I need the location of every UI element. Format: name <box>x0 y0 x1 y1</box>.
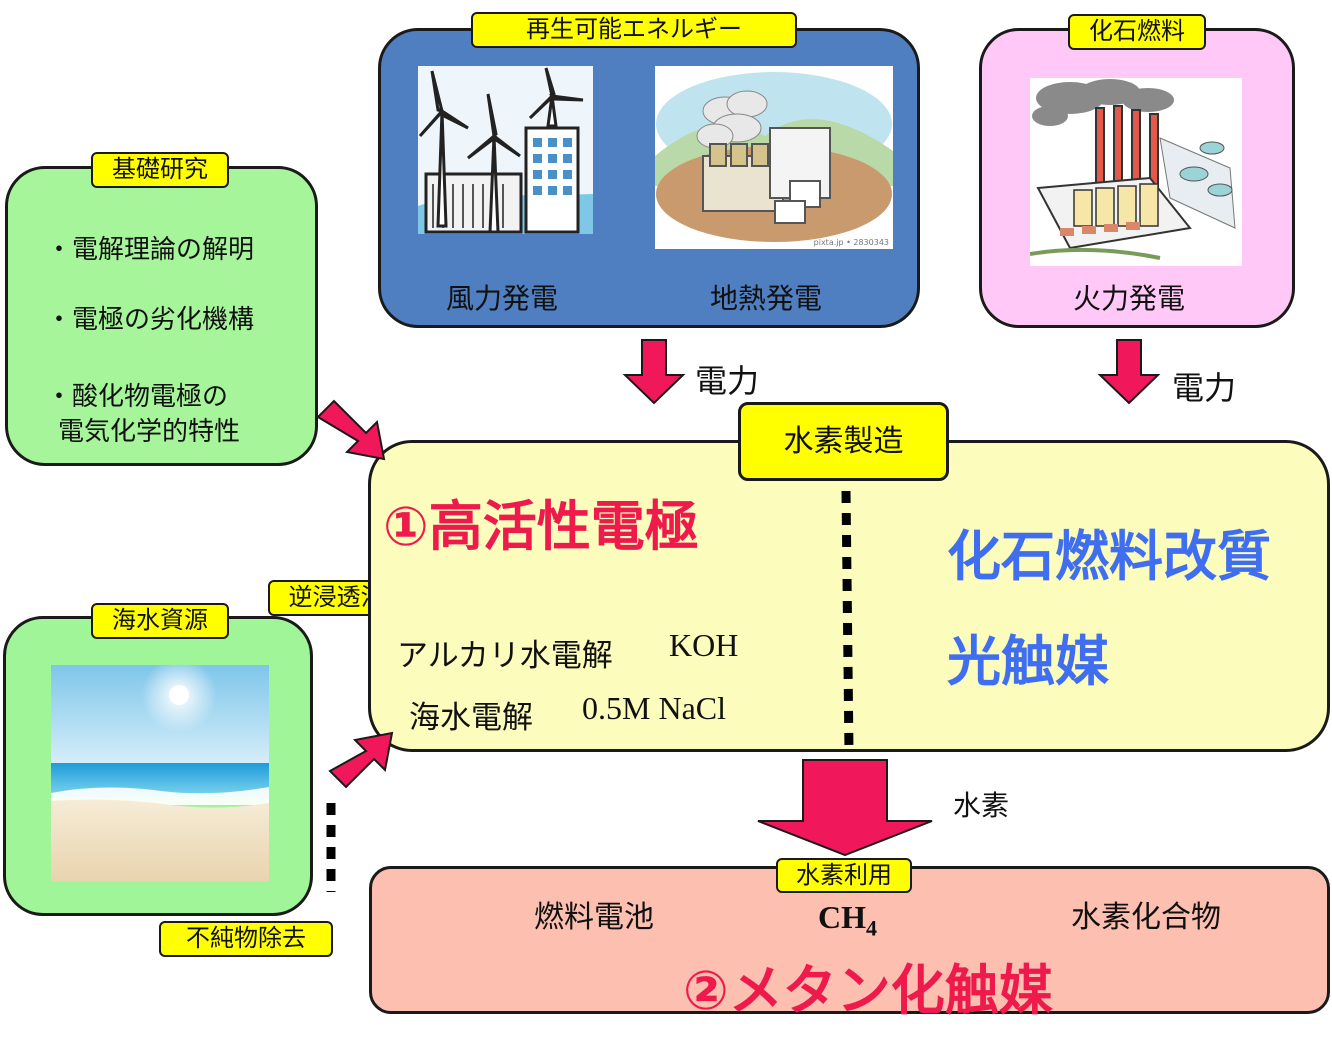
seawater-electrolysis-label: 海水電解 <box>409 700 533 736</box>
methanation-catalyst-label: ②メタン化触媒 <box>683 959 1053 1022</box>
power-label-left: 電力 <box>695 362 760 400</box>
seawater-to-production-arrow <box>328 731 394 789</box>
basic-research-tag: 基礎研究 <box>91 152 229 188</box>
hydrogen-down-arrow <box>757 759 933 857</box>
ch4-subscript: 4 <box>866 915 877 941</box>
geothermal-plant-image: pixta.jp • 2830343 <box>655 66 893 249</box>
fossil-fuel-tag: 化石燃料 <box>1068 14 1206 50</box>
wind-turbines-image <box>418 66 593 234</box>
seawater-resources-tag: 海水資源 <box>91 603 229 639</box>
ch4-label: CH4 <box>818 899 877 941</box>
basic-research-box <box>5 166 318 466</box>
hydrogen-utilization-tag: 水素利用 <box>776 858 912 893</box>
research-item-degradation: ・電極の劣化機構 <box>46 305 255 335</box>
alkaline-electrolysis-label: アルカリ水電解 <box>397 638 613 674</box>
research-to-production-arrow <box>316 399 386 461</box>
nacl-label: 0.5M NaCl <box>582 690 726 726</box>
research-item-theory: ・電解理論の解明 <box>46 235 255 265</box>
power-arrow-left <box>622 339 686 405</box>
photocatalyst-label: 光触媒 <box>947 630 1109 693</box>
thermal-power-label: 火力発電 <box>1073 282 1186 315</box>
koh-label: KOH <box>669 627 739 663</box>
thermal-power-plant-image <box>1030 78 1242 266</box>
ch4-main: CH <box>818 899 866 935</box>
power-label-right: 電力 <box>1172 369 1237 407</box>
research-item-oxide: ・酸化物電極の <box>46 382 229 412</box>
impurity-removal-tag: 不純物除去 <box>159 921 333 957</box>
hydrogen-compound-label: 水素化合物 <box>1071 900 1221 935</box>
research-item-electrochemical: 電気化学的特性 <box>58 417 241 447</box>
hydrogen-production-tag: 水素製造 <box>738 402 949 481</box>
fossil-reforming-label: 化石燃料改質 <box>947 525 1271 588</box>
geothermal-power-label: 地熱発電 <box>710 282 823 315</box>
production-divider-dotted <box>841 490 854 753</box>
renewable-energy-tag: 再生可能エネルギー <box>471 12 797 48</box>
fuel-cell-label: 燃料電池 <box>534 900 654 935</box>
wind-power-label: 風力発電 <box>446 282 559 315</box>
beach-image <box>51 665 269 882</box>
image-credit: pixta.jp • 2830343 <box>813 238 889 247</box>
high-activity-electrode-label: ①高活性電極 <box>383 495 699 558</box>
hydrogen-flow-label: 水素 <box>953 789 1010 822</box>
power-arrow-right <box>1097 339 1161 405</box>
